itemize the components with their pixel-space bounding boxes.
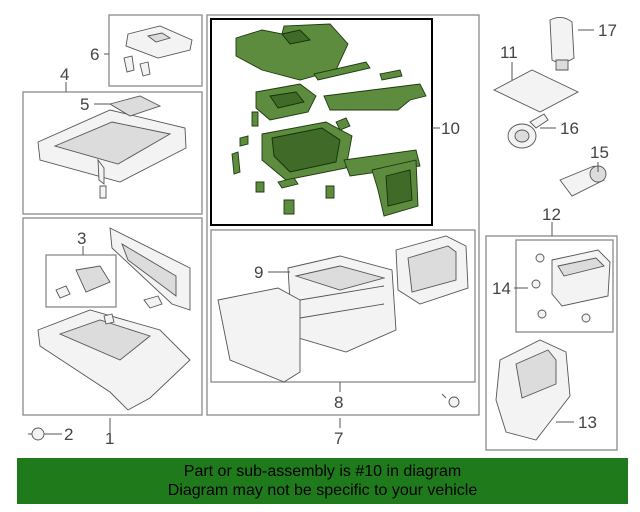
callout-12: 12 <box>542 205 561 224</box>
banner-line-2: Diagram may not be specific to your vehi… <box>167 482 478 499</box>
callout-2: 2 <box>64 425 73 444</box>
part-8-side-panels[interactable] <box>217 235 469 383</box>
part-7-screw[interactable] <box>441 393 460 408</box>
callout-16: 16 <box>560 119 579 138</box>
group-frame-7 <box>206 14 480 416</box>
part-13-side-panel[interactable] <box>495 339 571 441</box>
part-11-mat[interactable] <box>492 69 580 113</box>
group-frame-4 <box>22 91 203 215</box>
callout-13: 13 <box>578 413 597 432</box>
part-9-bin[interactable] <box>287 255 397 353</box>
group-frame-8 <box>210 229 476 383</box>
part-17-shift-knob[interactable] <box>549 17 575 71</box>
callout-7: 7 <box>334 429 343 448</box>
parts-diagram: 1 2 3 4 5 6 7 8 9 10 11 12 13 14 15 16 1… <box>22 14 618 451</box>
part-6-bezel[interactable] <box>123 25 193 77</box>
callout-8: 8 <box>334 393 343 412</box>
callout-15: 15 <box>590 143 609 162</box>
part-14-module[interactable] <box>531 249 611 323</box>
part-5-insert[interactable] <box>108 95 162 117</box>
part-3-bracket[interactable] <box>55 265 111 299</box>
part-1-lower-console[interactable] <box>37 227 191 411</box>
group-frame-3 <box>45 254 117 308</box>
part-2-clip[interactable] <box>28 427 48 441</box>
callout-3: 3 <box>77 229 86 248</box>
part-10-armrest-assembly[interactable] <box>231 23 427 217</box>
group-frame-1 <box>22 217 203 416</box>
callout-6: 6 <box>90 45 99 64</box>
group-frame-6 <box>108 14 203 87</box>
callout-9: 9 <box>254 263 263 282</box>
banner-line-1: Part or sub-assembly is #10 in diagram <box>183 463 462 480</box>
group-frame-10-highlight[interactable] <box>210 18 433 226</box>
callout-17: 17 <box>598 21 617 40</box>
part-15-lighter[interactable] <box>559 165 607 197</box>
part-16-outlet[interactable] <box>507 113 549 149</box>
part-4-trim-plate[interactable] <box>37 109 187 199</box>
group-frame-14 <box>515 239 614 333</box>
callout-11: 11 <box>500 43 518 62</box>
callout-10[interactable]: 10 <box>441 119 460 138</box>
callout-5: 5 <box>80 95 89 114</box>
info-banner: Part or sub-assembly is #10 in diagram D… <box>17 458 628 504</box>
callout-1: 1 <box>105 429 114 448</box>
callout-4: 4 <box>60 65 69 84</box>
callout-14: 14 <box>492 279 511 298</box>
